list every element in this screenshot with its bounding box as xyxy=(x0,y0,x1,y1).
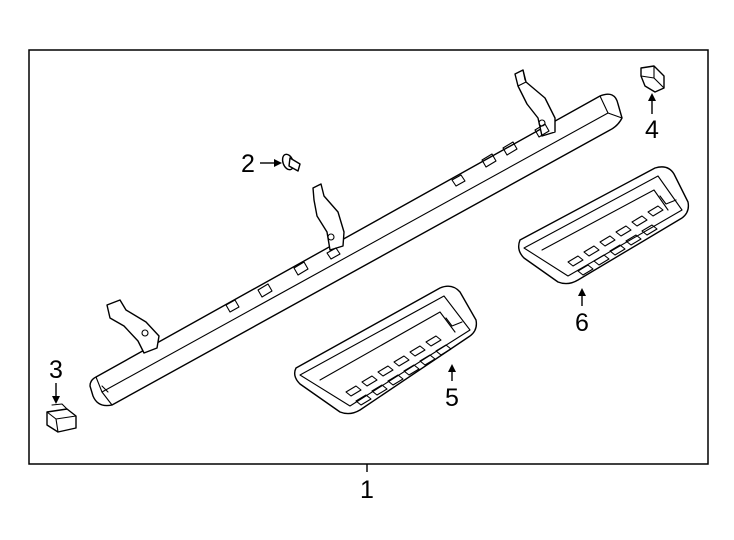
push-pin-icon xyxy=(281,153,301,172)
callout-label: 2 xyxy=(241,150,255,178)
step-pad-treads xyxy=(567,205,664,276)
step-pad-treads xyxy=(345,335,452,406)
callout-label: 5 xyxy=(445,384,459,412)
callout-label: 4 xyxy=(645,116,659,144)
callout-label: 3 xyxy=(49,356,63,384)
step-pad-rear-icon xyxy=(517,166,690,285)
step-pad-front-icon xyxy=(293,285,478,415)
callout-label: 1 xyxy=(360,476,374,504)
end-cap-front-icon xyxy=(46,403,77,433)
diagram-frame xyxy=(28,49,709,465)
end-cap-rear-icon xyxy=(640,65,665,93)
callout-label: 6 xyxy=(575,309,589,337)
callout-leaders xyxy=(52,93,656,472)
running-board-icon xyxy=(89,69,623,407)
